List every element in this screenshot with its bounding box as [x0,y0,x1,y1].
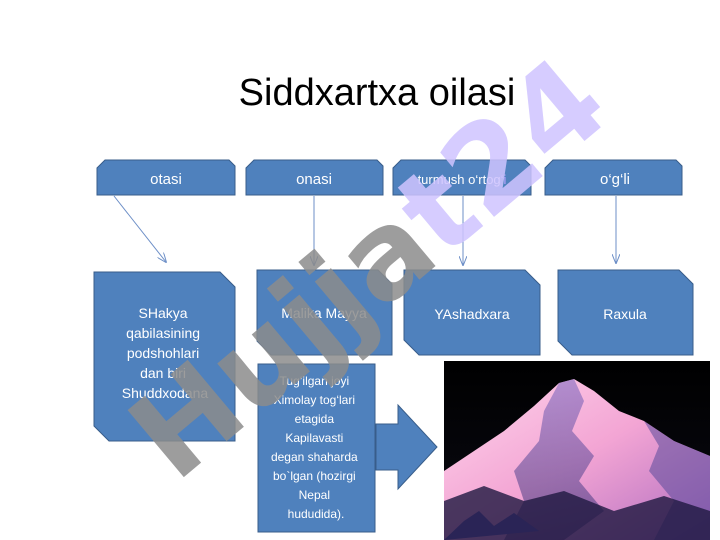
detail-turmush-ortogi: YAshadxara [403,269,541,356]
header-ogli: o‘g‘li [544,159,683,196]
detail-otasi-text: SHakya qabilasining podshohlari dan biri… [122,305,209,401]
detail-ogli: Raxula [557,269,694,356]
header-onasi: onasi [245,159,384,196]
header-otasi: otasi [96,159,236,196]
detail-ogli-text: Raxula [603,306,647,322]
birthplace-text: Tug‘ilgan joyi Ximolay tog‘lari etagida … [271,374,361,521]
mountain-photo [444,361,710,540]
detail-otasi: SHakya qabilasining podshohlari dan biri… [93,271,236,442]
header-ogli-label: o‘g‘li [600,171,630,188]
detail-turmush-ortogi-text: YAshadxara [434,306,509,322]
birthplace-box: Tug‘ilgan joyi Ximolay tog‘lari etagida … [257,363,376,533]
block-arrow [375,403,438,491]
header-otasi-label: otasi [150,171,182,188]
header-turmush-ortogi-label-part1: turmush o‘rtog [418,172,501,187]
detail-onasi-text: Malika Mayya [281,305,367,321]
header-turmush-ortogi-label-part2: ‘i [501,172,507,187]
header-turmush-ortogi-label: turmush o‘rtog‘i [418,172,507,187]
header-onasi-label: onasi [296,171,332,188]
header-turmush-ortogi: turmush o‘rtog‘i [392,159,532,196]
arrow-otasi [113,195,166,262]
detail-onasi: Malika Mayya [256,269,393,356]
slide-title: Siddxartxa oilasi [238,72,516,114]
